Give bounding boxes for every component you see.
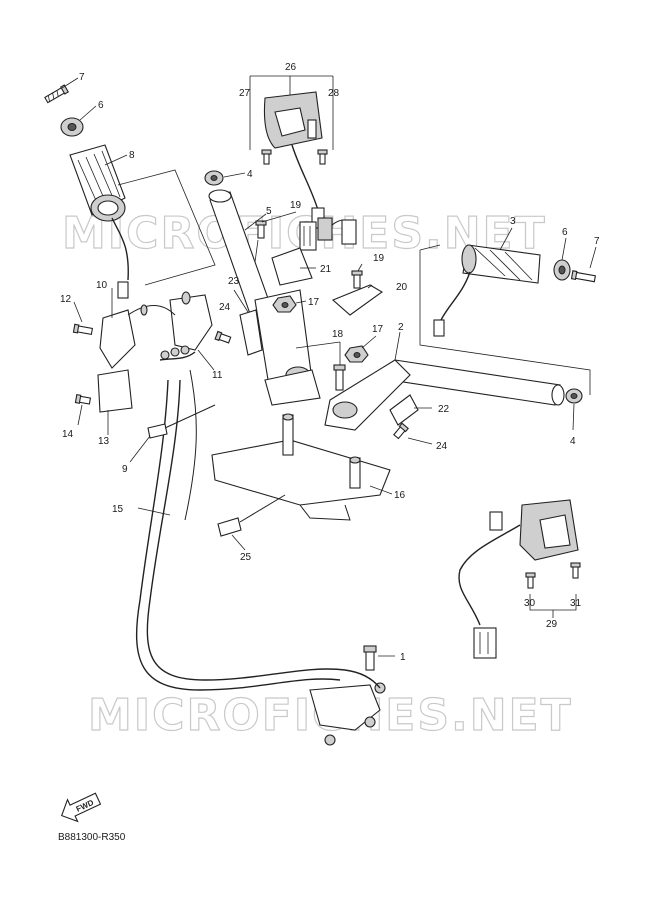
callout-17-right: 17 [372,324,384,335]
leader-lines [61,77,597,657]
callout-22: 22 [438,404,450,415]
cable-tie-9-strap [164,404,216,429]
right-switch-lower [458,499,581,659]
callout-24-left: 24 [219,302,231,313]
bolt-1 [363,645,377,671]
screw-14 [74,394,92,405]
callout-12: 12 [60,294,72,305]
fwd-arrow: FWD [60,792,102,823]
callout-9: 9 [122,464,128,475]
bolt-18 [333,364,346,391]
screw-24-left [214,330,232,344]
bracket-20 [331,284,384,316]
callout-30: 30 [524,598,536,609]
switch-screw-30 [525,572,536,589]
switch-screw-28 [317,149,328,165]
callout-17-upper: 17 [308,297,320,308]
cable-tie-9 [147,423,168,439]
callout-6-left: 6 [98,100,104,111]
grip-end-left [60,117,84,137]
screw-12 [72,323,94,335]
bracket-23 [239,309,263,356]
callout-1: 1 [400,652,406,663]
switch-screw-31 [570,562,581,579]
cable-tie-25-strap [239,494,286,523]
callout-21: 21 [320,264,332,275]
screw-24-right [393,422,409,440]
callout-15: 15 [112,504,124,515]
left-grip-assembly [44,84,129,299]
diagram-code: B881300-R350 [58,832,126,843]
screw-19-right [351,270,363,289]
callout-19-upper: 19 [290,200,302,211]
mounting-plate [211,413,391,521]
guide-line-right-grip [419,244,591,395]
right-grip-assembly [433,244,597,337]
right-handlebar [324,359,565,431]
callout-23: 23 [228,276,240,287]
switch-connectors-top [299,219,357,251]
callout-28: 28 [328,88,340,99]
callout-13: 13 [98,436,110,447]
callout-7-right: 7 [594,236,600,247]
cable-end-bracket [309,669,386,746]
callout-5: 5 [266,206,272,217]
cable-tie-25 [217,517,242,537]
callout-4-upper: 4 [247,169,253,180]
callout-25: 25 [240,552,252,563]
callout-14: 14 [62,429,74,440]
grip-end-screw-right [570,270,597,283]
nut-17-upper [272,295,297,313]
bolt-upper [204,170,224,186]
callout-2: 2 [398,322,404,333]
throttle-cables [135,369,346,691]
switch-screw-27 [261,149,272,165]
callout-6-right: 6 [562,227,568,238]
callout-11: 11 [212,370,223,381]
callout-26: 26 [285,62,297,73]
left-lever-assembly [97,291,213,413]
callouts: 1 2 3 4 4 5 6 6 7 7 8 9 10 11 12 13 14 1… [60,62,600,663]
callout-7-left: 7 [79,72,85,83]
grip-end-screw-left [44,84,70,104]
callout-27: 27 [239,88,251,99]
left-handlebar [208,189,321,406]
callout-8: 8 [129,150,135,161]
callout-3: 3 [510,216,516,227]
right-switch-top [249,75,356,241]
guide-line-left-grip [117,169,216,286]
callout-18: 18 [332,329,344,340]
bolt-lower-right [565,388,583,404]
callout-10: 10 [96,280,108,291]
callout-16: 16 [394,490,406,501]
callout-31: 31 [570,598,582,609]
callout-4-lower: 4 [570,436,576,447]
nut-17-right [344,345,369,363]
callout-20: 20 [396,282,408,293]
callout-29: 29 [546,619,558,630]
bracket-21 [271,247,313,286]
callout-24-right: 24 [436,441,448,452]
screw-19-upper [255,220,267,239]
bracket-22 [389,394,419,426]
callout-19-right: 19 [373,253,385,264]
